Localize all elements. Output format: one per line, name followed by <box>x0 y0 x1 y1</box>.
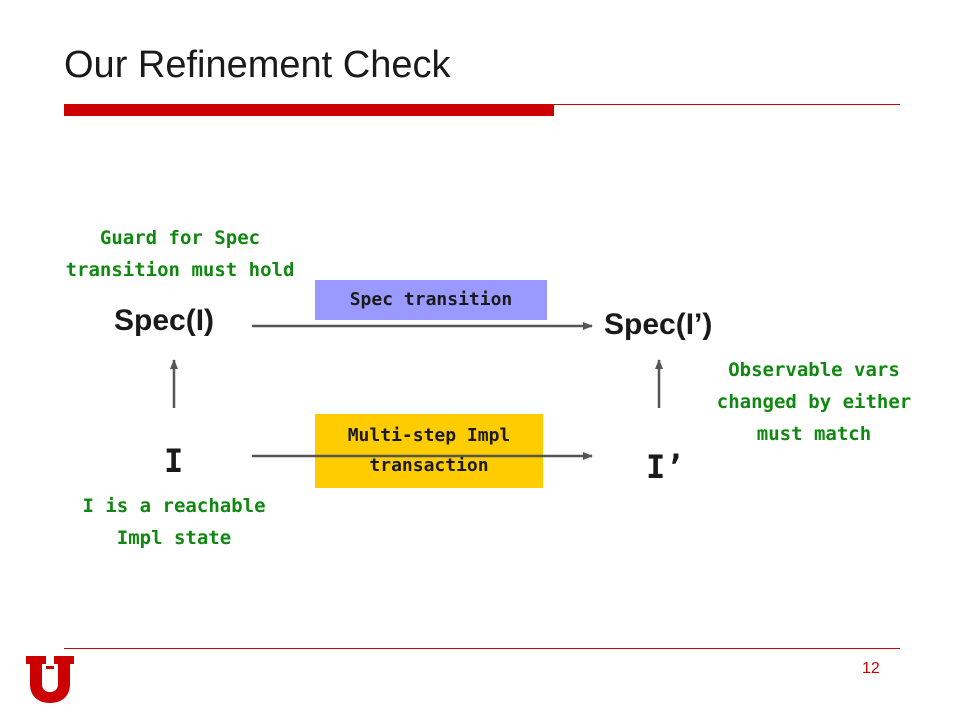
reachable-annotation-line2: Impl state <box>116 527 232 549</box>
guard-annotation-line1: Guard for Spec <box>99 227 261 249</box>
reachable-annotation-line1: I is a reachable <box>82 495 266 517</box>
slide-title: Our Refinement Check <box>64 44 451 86</box>
observable-annotation: Observable vars changed by either must m… <box>686 354 942 450</box>
guard-annotation: Guard for Spec transition must hold <box>40 222 320 286</box>
impl-transaction-label-line2: transaction <box>369 455 489 476</box>
university-of-utah-u-logo-icon <box>26 656 74 703</box>
impl-transaction-box: Multi-step Impl transaction <box>315 414 543 488</box>
observable-annotation-line1: Observable vars <box>728 359 900 381</box>
title-underline-thin <box>554 104 900 105</box>
page-number: 12 <box>862 660 880 677</box>
observable-annotation-line2: changed by either <box>716 391 912 413</box>
observable-annotation-line3: must match <box>756 423 872 445</box>
impl-transaction-label-line1: Multi-step Impl <box>347 425 511 446</box>
title-underline-thick <box>64 104 554 116</box>
node-impl-i: I <box>164 442 184 480</box>
spec-transition-box: Spec transition <box>315 280 547 320</box>
footer-divider <box>64 648 900 649</box>
node-spec-i-prime: Spec(I’) <box>604 308 713 341</box>
node-spec-i: Spec(I) <box>114 304 215 337</box>
guard-annotation-line2: transition must hold <box>65 259 295 281</box>
node-impl-i-prime: I’ <box>646 448 685 486</box>
reachable-annotation: I is a reachable Impl state <box>34 490 314 554</box>
